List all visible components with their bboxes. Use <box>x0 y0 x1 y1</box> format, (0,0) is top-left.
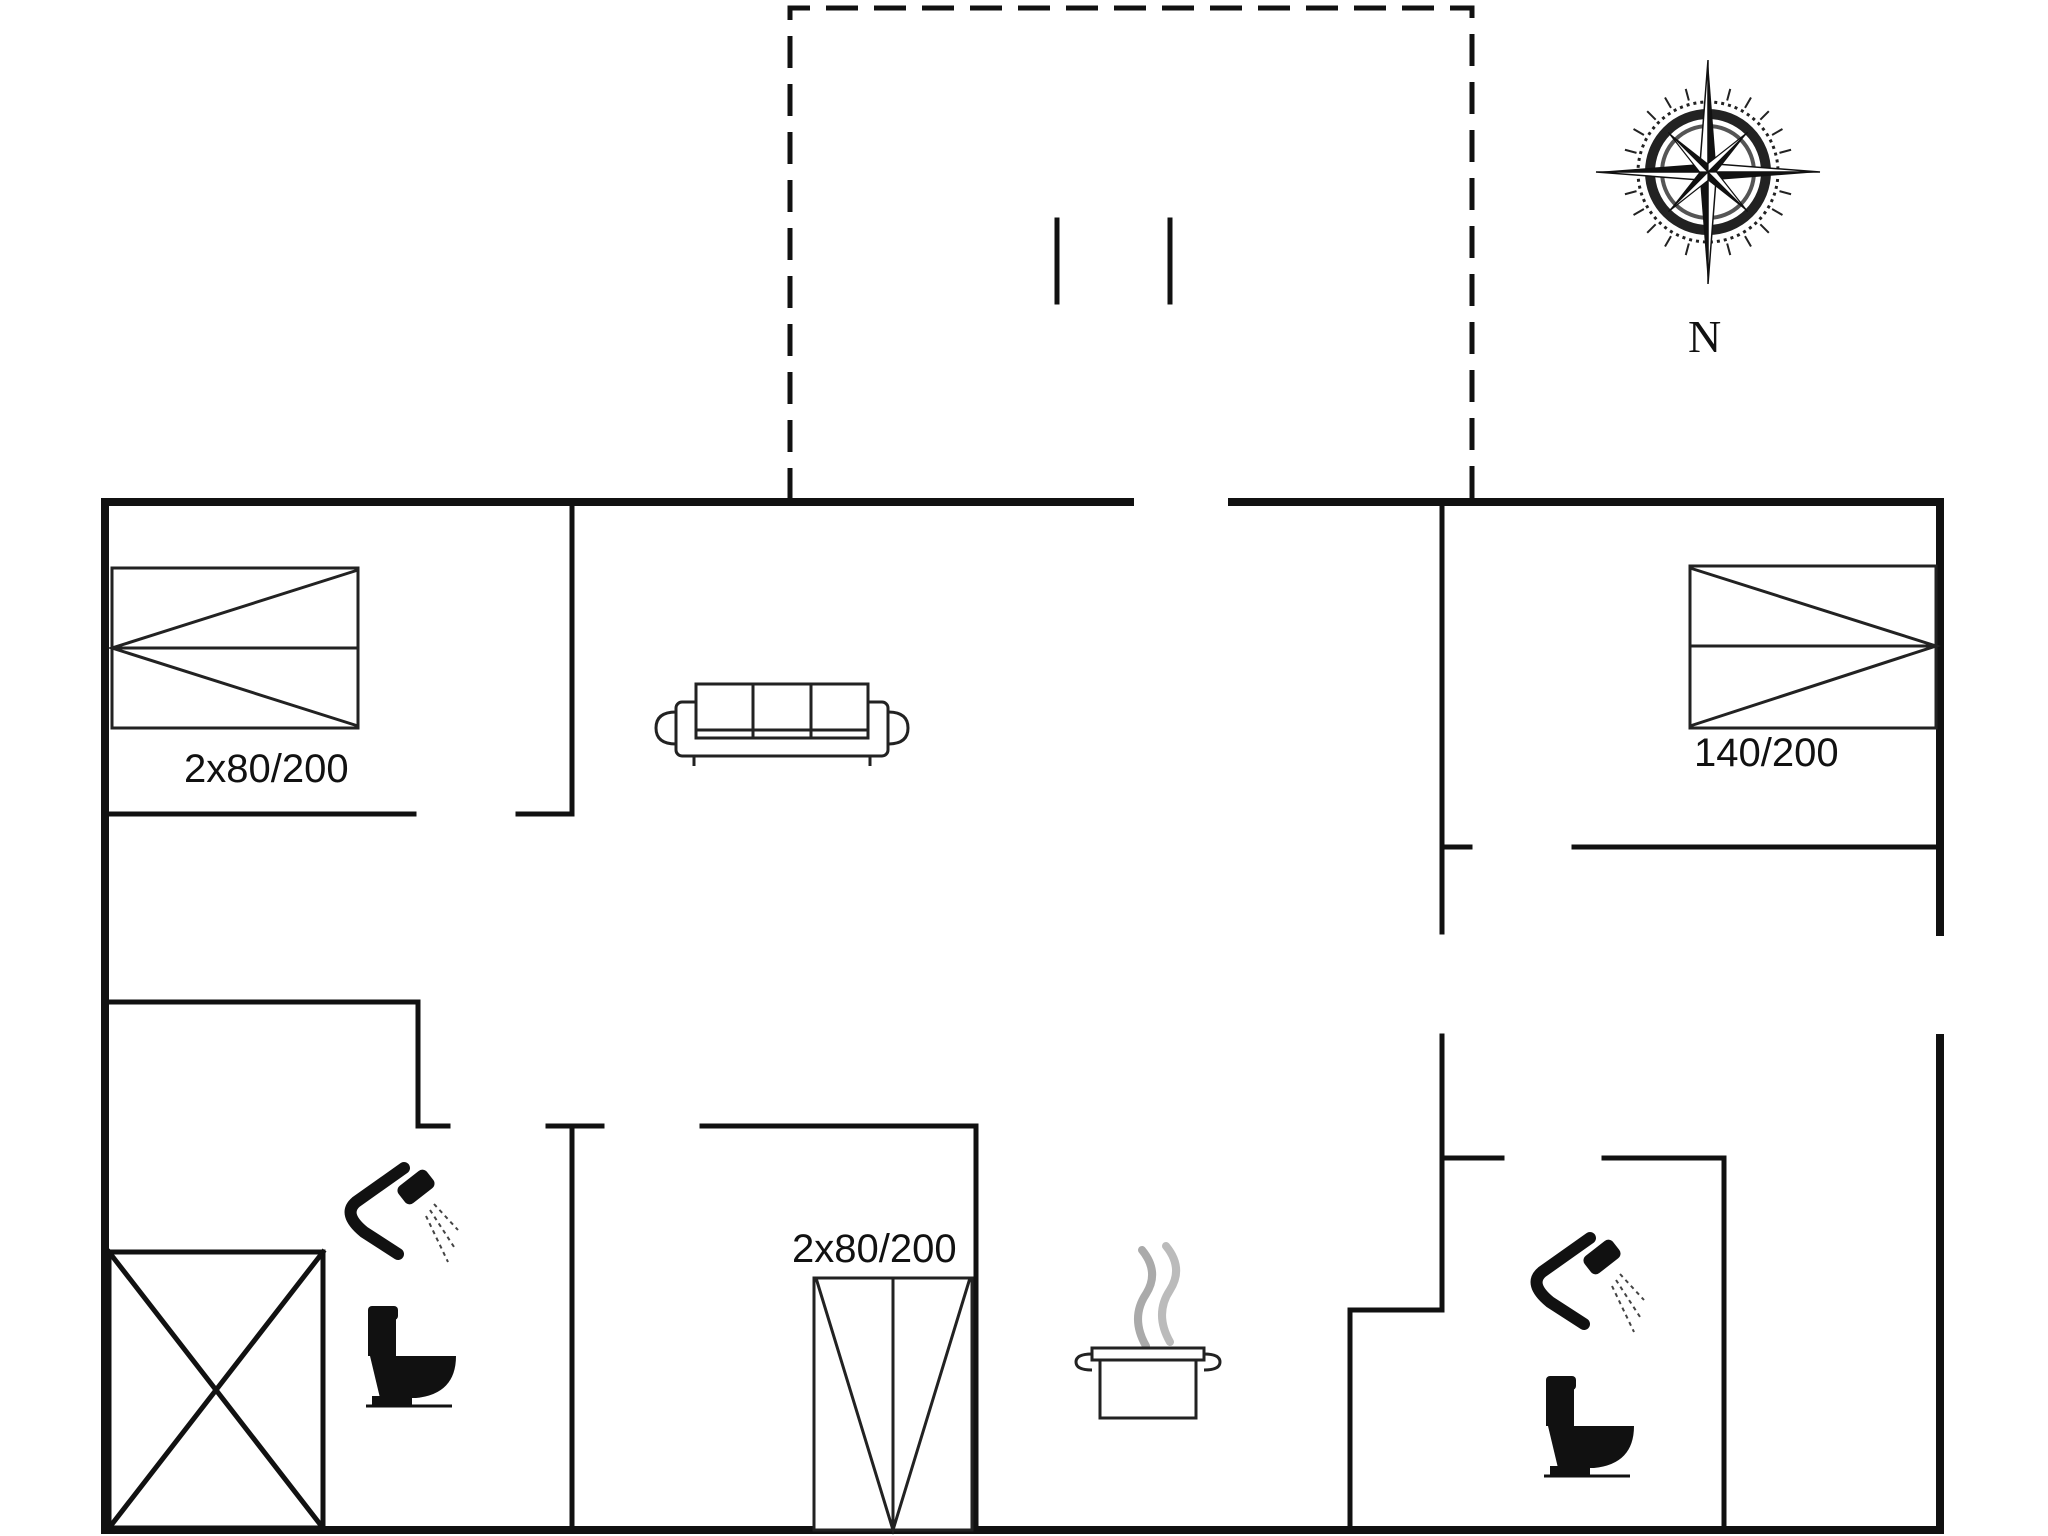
bed-icon <box>812 1276 974 1536</box>
bed-icon <box>1688 564 1941 730</box>
bed-size-label: 140/200 <box>1694 731 1839 775</box>
exterior-walls <box>101 498 1944 1534</box>
toilet-icon <box>366 1306 456 1408</box>
bed-size-label: 2x80/200 <box>184 747 349 791</box>
bed-size-label: 2x80/200 <box>792 1227 957 1271</box>
toilet-icon <box>1544 1376 1634 1478</box>
sofa-icon <box>654 682 910 766</box>
cooking-pot-icon <box>1074 1242 1222 1420</box>
interior-walls <box>102 499 1943 1533</box>
shower-icon <box>1530 1232 1645 1333</box>
north-label: N <box>1688 311 1721 362</box>
compass-rose-icon <box>1595 59 1821 285</box>
shower-icon <box>344 1162 459 1263</box>
bed-icon <box>107 566 360 730</box>
terrace-outline <box>787 5 1475 500</box>
